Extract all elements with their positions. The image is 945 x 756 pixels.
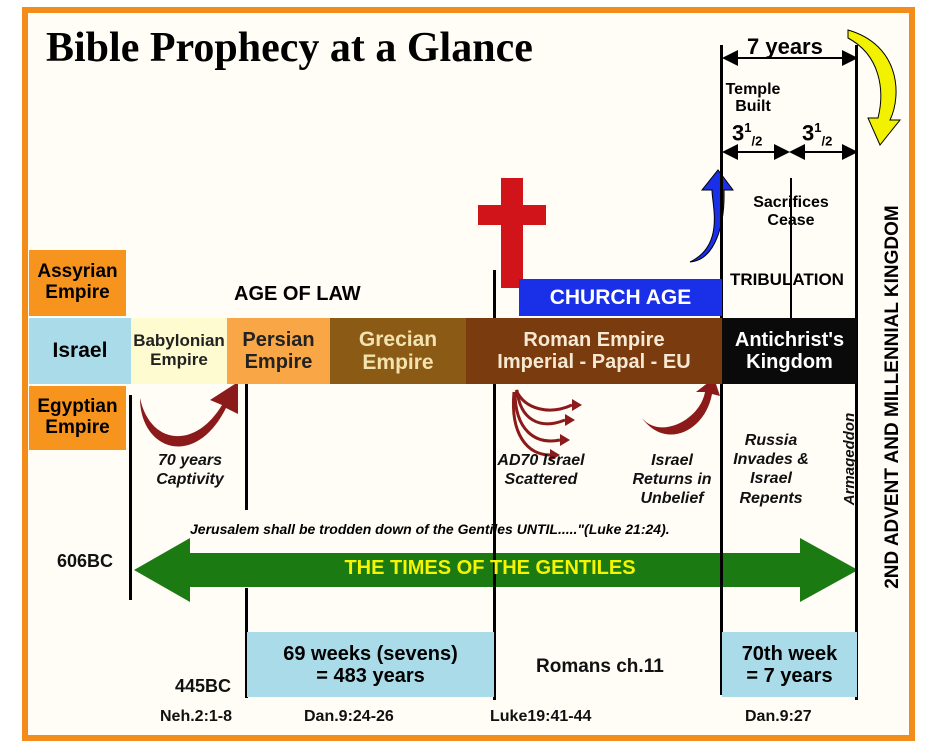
weeks-69-line1: 69 weeks (sevens) bbox=[283, 642, 458, 665]
assyrian-empire: Assyrian Empire bbox=[29, 250, 126, 316]
half-left-label: 31/2 bbox=[732, 120, 762, 149]
grecian-empire: Grecian Empire bbox=[330, 318, 466, 384]
returns-arrow bbox=[642, 378, 720, 435]
half-right-sub: /2 bbox=[821, 133, 833, 149]
captivity-arrow bbox=[140, 382, 238, 447]
half-right-sup: 1 bbox=[814, 120, 822, 135]
seven-years-label: 7 years bbox=[747, 34, 823, 59]
armageddon-note: Armageddon bbox=[841, 412, 858, 506]
ref-dan-9-27: Dan.9:27 bbox=[745, 708, 812, 725]
scatter-arrows bbox=[511, 389, 573, 457]
age-of-law: AGE OF LAW bbox=[234, 283, 361, 305]
ref-dan-9-24: Dan.9:24-26 bbox=[304, 708, 394, 725]
line-cross bbox=[493, 270, 496, 700]
returns-note: Israel Returns in Unbelief bbox=[632, 452, 712, 508]
captivity-note: 70 years Captivity bbox=[156, 452, 224, 489]
persian-empire: Persian Empire bbox=[227, 318, 330, 384]
week-70-box: 70th week = 7 years bbox=[722, 632, 857, 697]
line-persian bbox=[245, 380, 248, 510]
half-left-main: 3 bbox=[732, 120, 745, 146]
luke-quote: Jerusalem shall be trodden down of the G… bbox=[190, 521, 670, 537]
line-606bc bbox=[129, 395, 132, 600]
israel-box: Israel bbox=[29, 318, 131, 384]
egyptian-empire: Egyptian Empire bbox=[29, 386, 126, 450]
cross-icon bbox=[478, 178, 546, 288]
church-age: CHURCH AGE bbox=[519, 279, 722, 316]
antichrist-kingdom: Antichrist's Kingdom bbox=[722, 318, 857, 384]
week-70-line1: 70th week bbox=[741, 642, 838, 665]
weeks-69-line2: = 483 years bbox=[316, 664, 425, 687]
year-606bc: 606BC bbox=[57, 551, 114, 571]
second-advent-label: 2ND ADVENT AND MILLENNIAL KINGDOM bbox=[882, 205, 903, 589]
gentiles-arrow bbox=[134, 538, 858, 602]
line-445bc-lower bbox=[245, 588, 248, 698]
roman-empire-line2: Imperial - Papal - EU bbox=[497, 351, 691, 373]
half-right-label: 31/2 bbox=[802, 120, 832, 149]
roman-empire: Roman Empire Imperial - Papal - EU bbox=[466, 318, 722, 384]
page-title: Bible Prophecy at a Glance bbox=[46, 25, 533, 71]
half-right-main: 3 bbox=[802, 120, 815, 146]
week-70-line2: = 7 years bbox=[746, 664, 833, 687]
temple-arrow bbox=[689, 169, 734, 263]
times-of-gentiles: THE TIMES OF THE GENTILES bbox=[344, 557, 636, 579]
russia-note: Russia Invades & Israel Repents bbox=[733, 432, 809, 507]
tribulation-label: TRIBULATION bbox=[730, 270, 844, 289]
babylonian-empire: Babylonian Empire bbox=[131, 318, 227, 384]
advent-arrow bbox=[847, 29, 902, 146]
temple-built-label: Temple Built bbox=[725, 81, 781, 115]
weeks-69-box: 69 weeks (sevens) = 483 years bbox=[247, 632, 494, 697]
year-445bc: 445BC bbox=[175, 676, 232, 696]
half-left-sub: /2 bbox=[751, 133, 763, 149]
roman-empire-line1: Roman Empire bbox=[523, 329, 665, 351]
romans-label: Romans ch.11 bbox=[536, 656, 664, 677]
half-left-sup: 1 bbox=[744, 120, 752, 135]
ref-neh: Neh.2:1-8 bbox=[160, 708, 233, 725]
ref-luke: Luke19:41-44 bbox=[490, 708, 592, 725]
sacrifices-cease-label: Sacrifices Cease bbox=[753, 194, 829, 230]
ad70-note: AD70 Israel Scattered bbox=[497, 452, 585, 489]
